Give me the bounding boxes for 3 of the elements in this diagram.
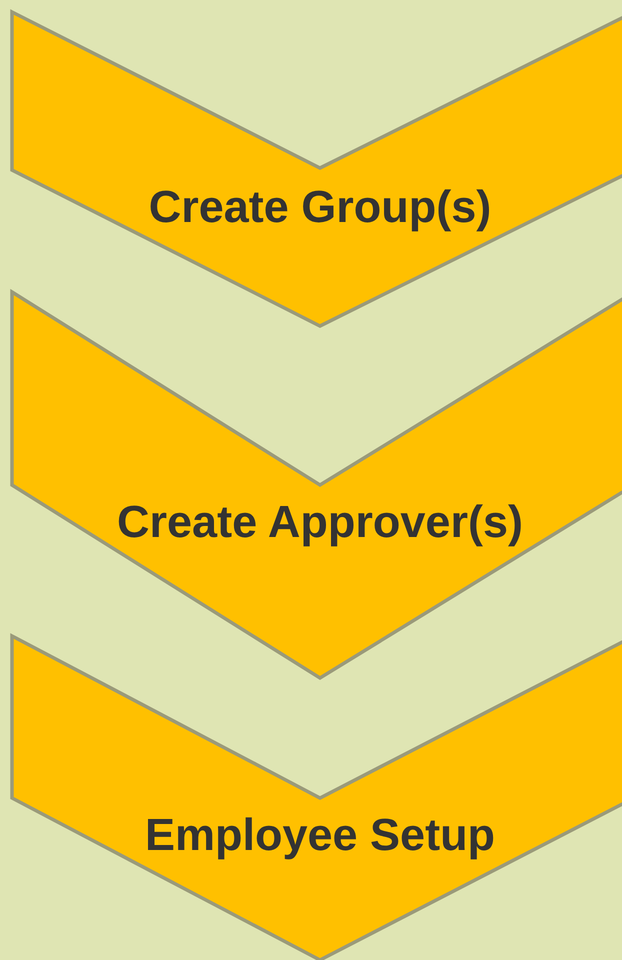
step-label: Create Approver(s): [116, 496, 524, 548]
step-label: Employee Setup: [144, 809, 496, 861]
step-label: Create Group(s): [148, 181, 492, 233]
